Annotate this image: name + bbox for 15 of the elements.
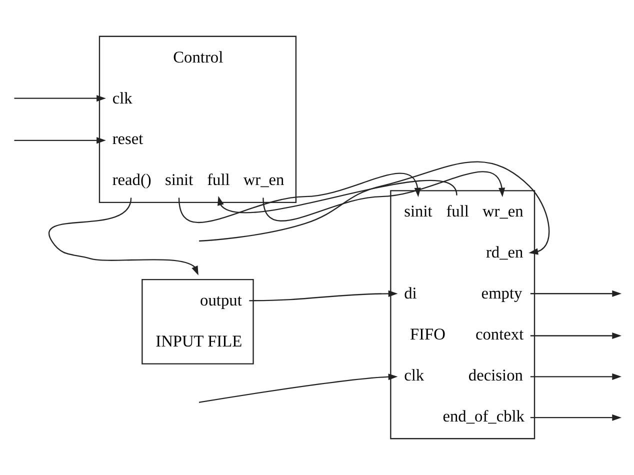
node-box: Control clk reset read() sinit full wr_en [98,36,297,203]
arrow [530,373,622,380]
arrow [218,180,458,214]
node-box: sinit full wr_en rd_en di empty FIFO context clk decision end_of_cblk [390,190,536,440]
arrow [530,332,622,340]
arrow [198,374,398,403]
arrow [262,171,506,222]
arrow [530,414,622,421]
arrow [14,95,106,102]
arrow [199,161,550,255]
arrow [249,290,398,302]
arrow [530,290,622,297]
arrow [14,137,106,144]
node-box: output INPUT FILE [142,279,254,364]
arrow [48,198,198,276]
